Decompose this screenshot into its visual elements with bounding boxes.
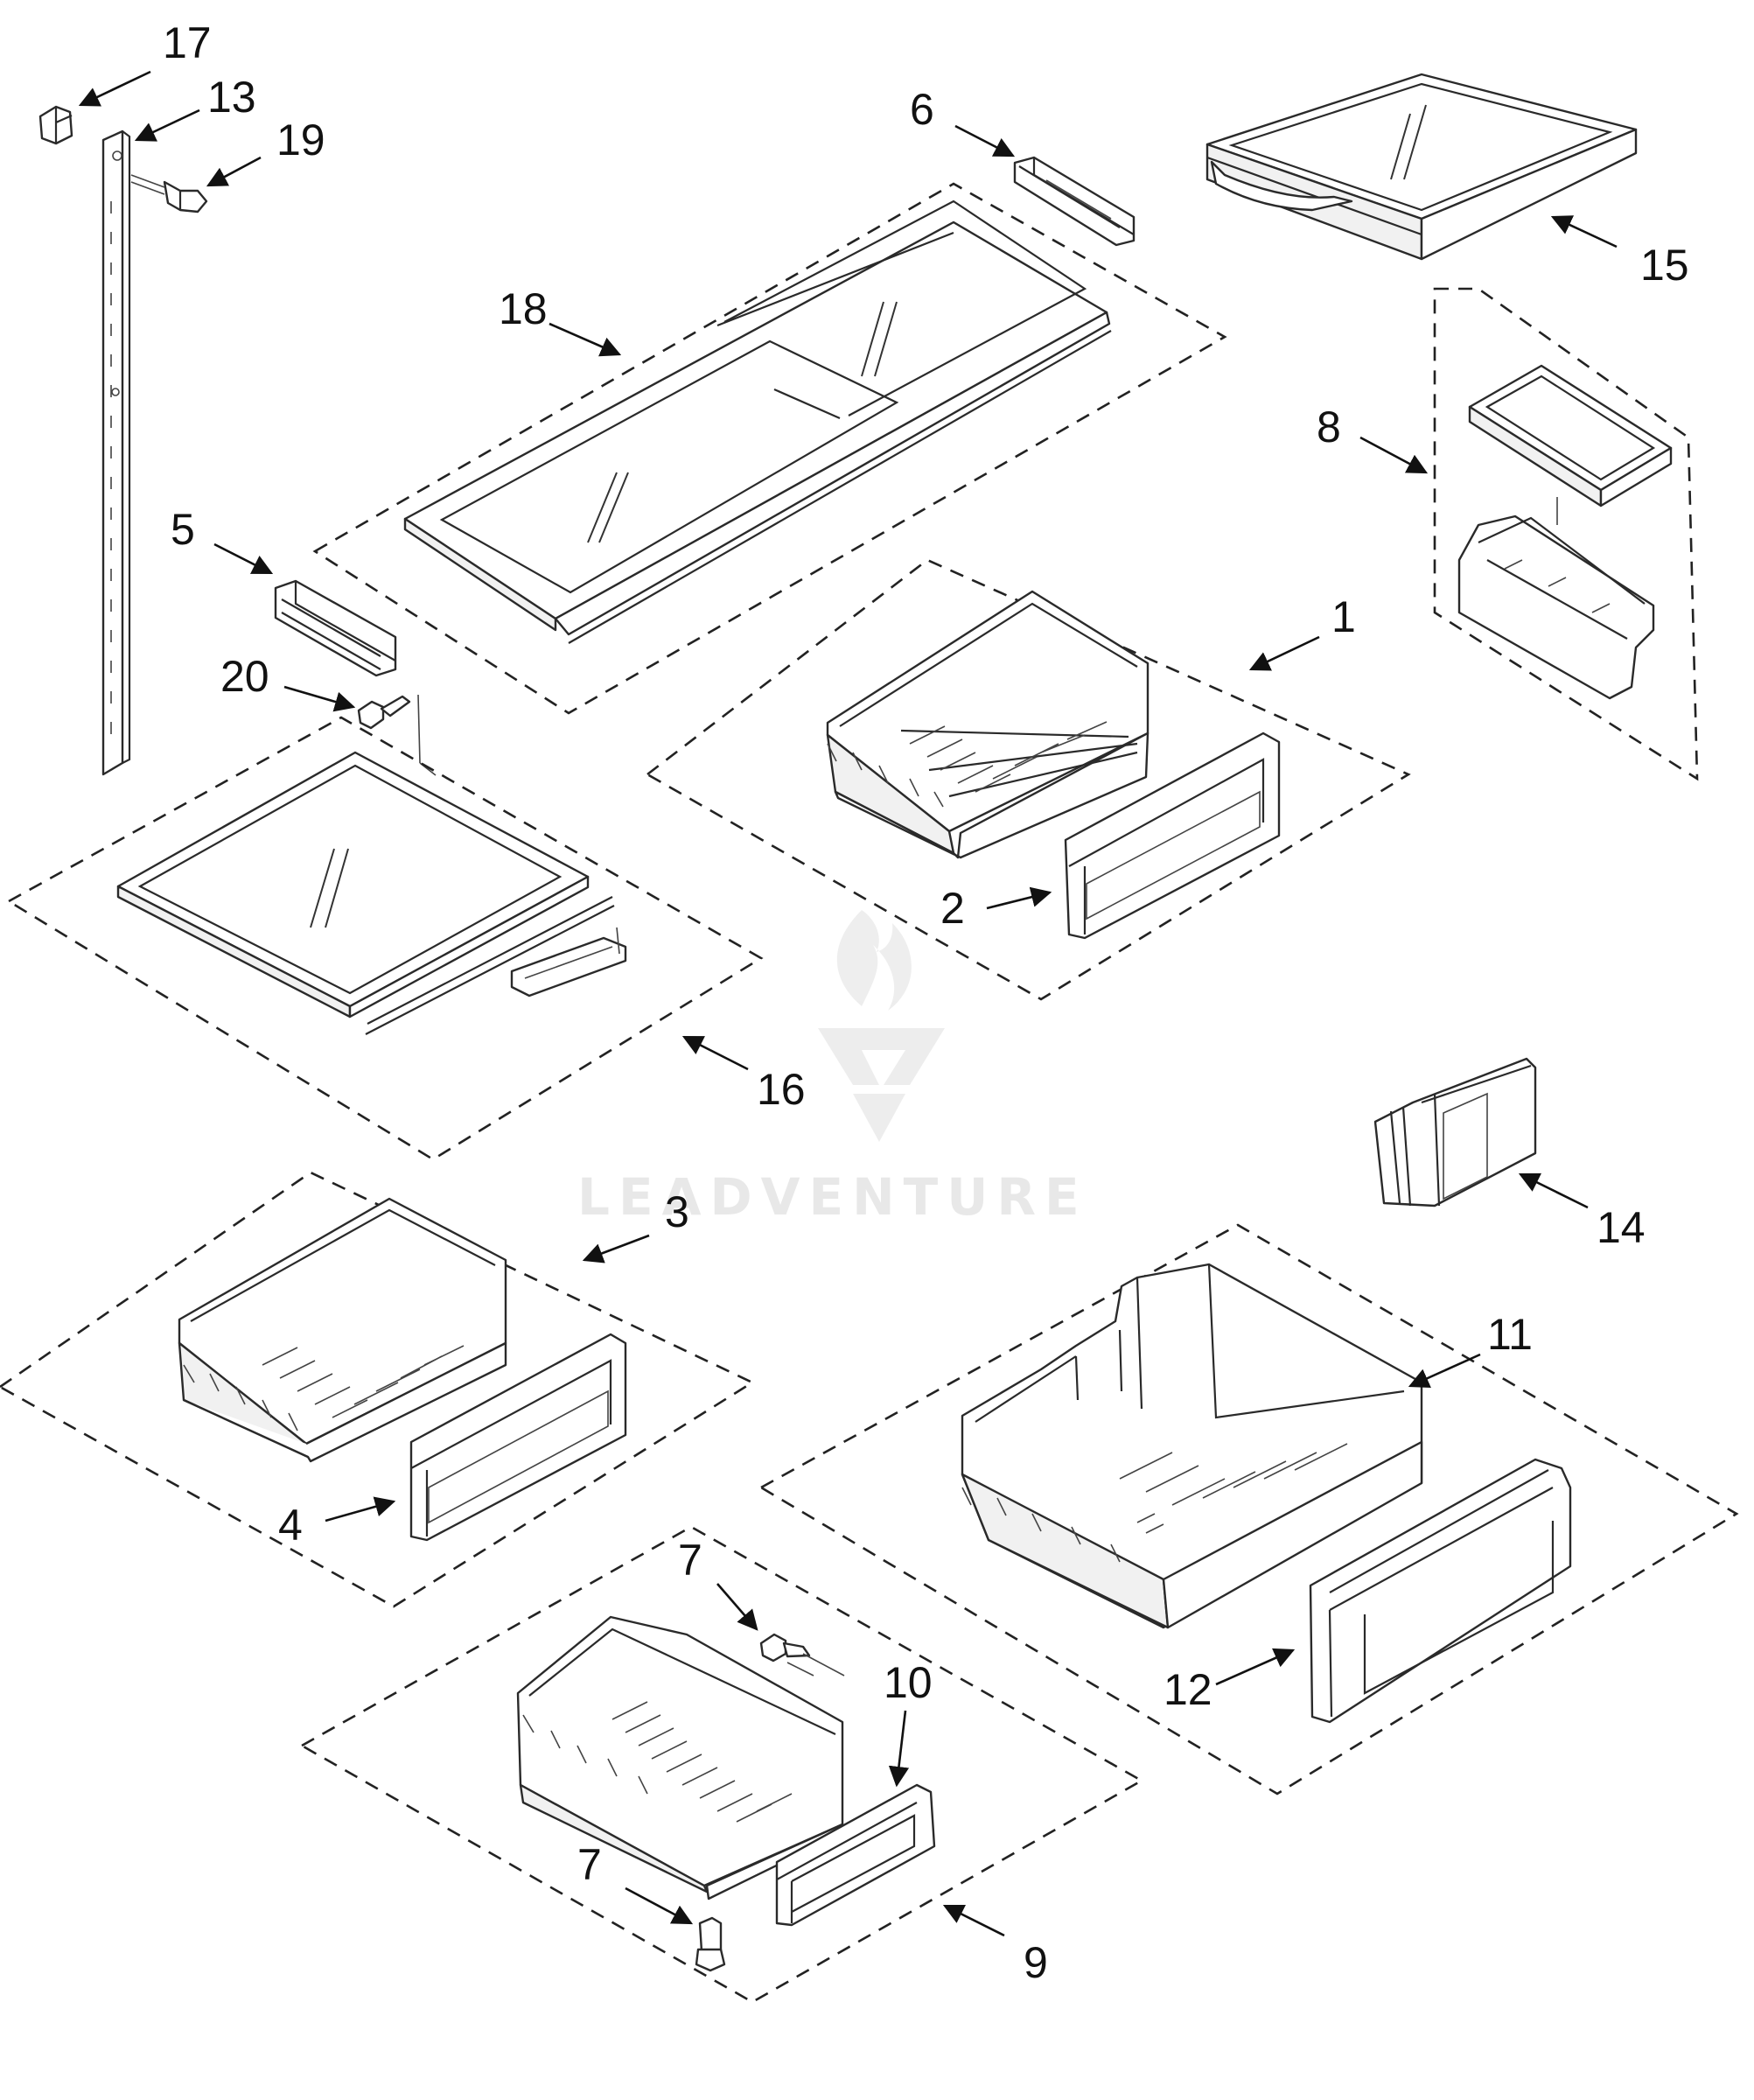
part-7-screw-upper: [759, 1633, 845, 1676]
callout-1: 1: [1331, 592, 1356, 641]
callout-labels: 17 13 19 6 15 18 8 5 1 20 2 16 14 3 11 4…: [163, 18, 1689, 1987]
group-16-dash: [6, 716, 764, 1161]
callout-9: 9: [1024, 1938, 1048, 1987]
callout-7-lower: 7: [577, 1840, 602, 1889]
callout-6: 6: [910, 85, 934, 134]
part-18-glass-shelf: [403, 200, 1112, 644]
callout-12: 12: [1164, 1665, 1212, 1714]
callout-20: 20: [220, 652, 269, 701]
part-11-large-drawer: [961, 1263, 1423, 1629]
part-7-screw-lower: [695, 1916, 726, 1972]
callout-14: 14: [1597, 1203, 1646, 1252]
part-10-drawer-front: [775, 1783, 936, 1927]
part-20-screw: [357, 694, 437, 776]
part-16-glass-shelf: [116, 751, 627, 1035]
callout-7-upper: 7: [678, 1536, 702, 1585]
callout-4: 4: [278, 1501, 303, 1550]
part-2-drawer-front: [1064, 732, 1281, 940]
callout-10: 10: [884, 1658, 933, 1707]
part-5-bracket: [274, 579, 397, 677]
part-17-end-cap: [38, 105, 73, 145]
callout-19: 19: [276, 116, 325, 164]
callout-5: 5: [171, 505, 195, 554]
watermark: LEADVENTURE: [577, 910, 1088, 1227]
part-14-door-bin: [1373, 1057, 1537, 1208]
part-6-bracket: [1013, 156, 1136, 247]
part-8-dairy-bin: [1457, 364, 1673, 700]
part-19-screw: [130, 174, 208, 214]
callout-11: 11: [1487, 1310, 1533, 1359]
part-15-shelf: [1205, 73, 1638, 261]
group-18-dash: [312, 182, 1227, 715]
watermark-brand-text: LEADVENTURE: [577, 1167, 1088, 1227]
part-1-drawer: [826, 590, 1150, 859]
callout-15: 15: [1640, 241, 1689, 290]
group-9-dash: [299, 1525, 1144, 2004]
callout-2: 2: [940, 884, 965, 933]
flame-v-logo-icon: [818, 910, 945, 1142]
group-11-dash: [758, 1223, 1739, 1796]
callout-18: 18: [499, 284, 548, 333]
callout-8: 8: [1317, 402, 1341, 452]
callout-13: 13: [207, 73, 256, 122]
callout-17: 17: [163, 18, 212, 67]
part-4-drawer-front: [409, 1333, 627, 1542]
part-12-drawer-front: [1309, 1458, 1572, 1724]
callout-arrows: [78, 70, 1618, 1937]
group-8-dash: [1433, 287, 1699, 781]
callout-16: 16: [757, 1065, 806, 1114]
part-13-ladder-rail: [101, 130, 131, 776]
part-3-drawer: [178, 1197, 507, 1463]
group-1-dash: [645, 558, 1411, 1001]
part-9-drawer: [516, 1615, 844, 1900]
callout-3: 3: [665, 1187, 689, 1236]
